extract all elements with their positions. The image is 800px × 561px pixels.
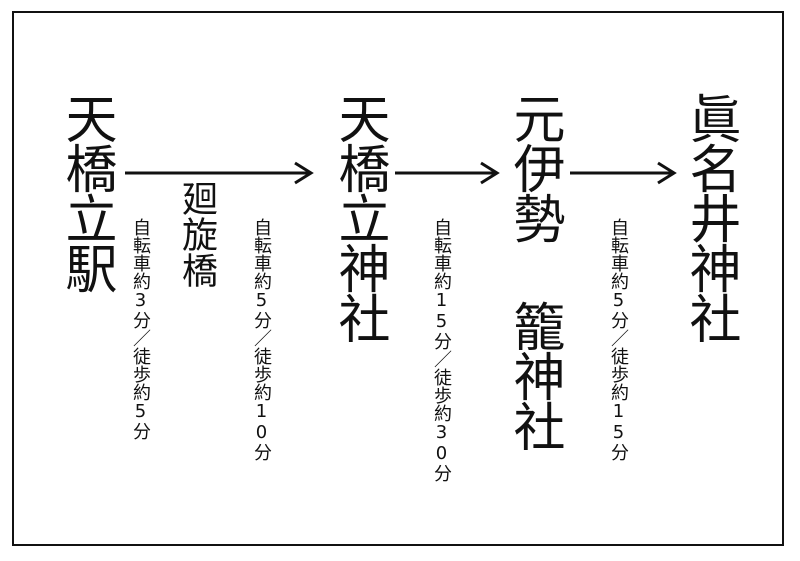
station-motoise-kono-shrine: 元伊勢 籠神社 [504,92,564,450]
station-manai-shrine: 眞名井神社 [680,92,740,342]
leg-note-1: 自転車約3分／徒歩約5分 [130,218,151,440]
leg-note-2: 自転車約5分／徒歩約10分 [251,218,272,461]
leg-note-4: 自転車約5分／徒歩約15分 [608,218,629,461]
diagram-frame [12,11,784,546]
station-amanohashidate-shrine: 天橋立神社 [329,92,389,342]
station-amanohashidate-station: 天橋立駅 [56,92,116,292]
leg-note-3: 自転車約15分／徒歩約30分 [431,218,452,482]
via-label: 廻旋橋 [176,180,217,288]
arrow-1 [125,161,314,185]
arrow-2 [395,161,500,185]
arrow-3 [570,161,677,185]
